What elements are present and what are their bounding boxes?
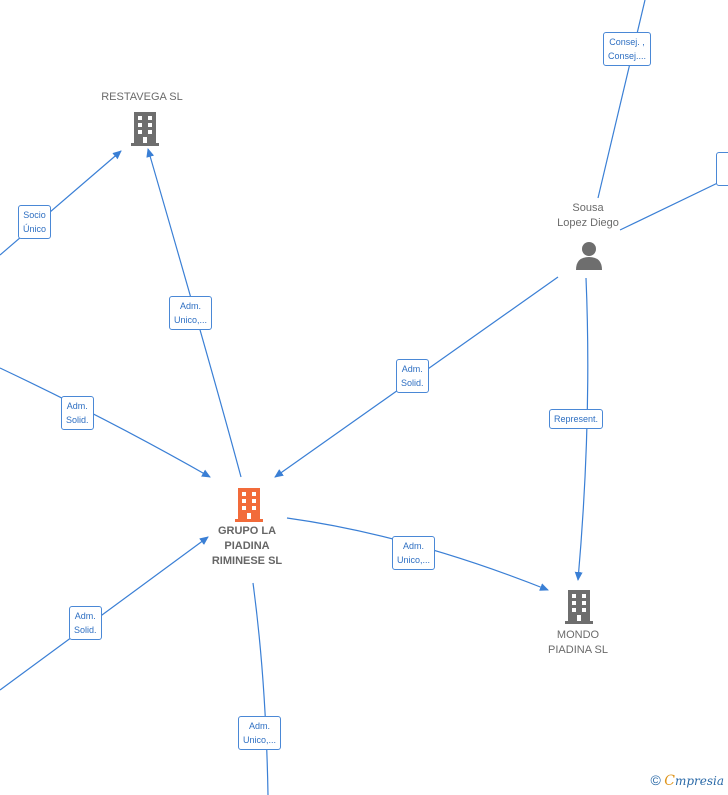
edge-label-adm-unico-restavega[interactable]: Adm.Unico,...: [169, 296, 213, 330]
brand-name: mpresia: [674, 774, 724, 788]
person-icon[interactable]: [574, 240, 604, 270]
node-label-mondo[interactable]: MONDO PIADINA SL: [528, 628, 628, 658]
node-label-line: Lopez Diego: [557, 217, 619, 229]
node-label-line: PIADINA SL: [548, 644, 608, 656]
node-label-grupo[interactable]: GRUPO LA PIADINA RIMINESE SL: [197, 524, 297, 569]
copyright-symbol: ©: [650, 772, 661, 788]
edge-label-adm-solid-bottom-left[interactable]: Adm.Solid.: [69, 606, 102, 640]
node-label-line: MONDO: [556, 629, 600, 641]
edge-label-consej[interactable]: Consej. ,Consej....: [603, 32, 652, 66]
edge-label-adm-solid-left[interactable]: Adm.Solid.: [61, 396, 94, 430]
edge-label-adm-unico-bottom[interactable]: Adm.Unico,...: [238, 716, 282, 750]
building-main-icon[interactable]: [234, 486, 264, 522]
node-label-restavega[interactable]: RESTAVEGA SL: [101, 91, 183, 103]
building-icon[interactable]: [130, 110, 160, 146]
edge-label-adm-unico-mondo[interactable]: Adm.Unico,...: [392, 536, 436, 570]
edge-label-represent[interactable]: Represent.: [549, 409, 604, 429]
brand-initial: C: [664, 773, 675, 789]
edge-label-right-partial[interactable]: [716, 152, 728, 186]
edge-adm-solid-left: [0, 367, 211, 478]
edge-consej: [597, 0, 646, 199]
node-label-sousa[interactable]: Sousa Lopez Diego: [538, 201, 638, 231]
node-label-line: RIMINESE SL: [211, 555, 283, 567]
edge-adm-solid-bottom-left: [0, 536, 209, 691]
edge-socio-unico: [0, 150, 122, 256]
edge-adm-unico-bottom: [252, 582, 269, 795]
building-icon[interactable]: [564, 588, 594, 624]
edge-represent: [574, 277, 589, 581]
brand-watermark: © Cmpresia: [651, 772, 724, 789]
edge-adm-unico-restavega: [146, 148, 242, 478]
node-label-line: PIADINA: [224, 540, 270, 552]
edge-label-adm-solid-sousa[interactable]: Adm.Solid.: [396, 359, 429, 393]
edge-right: [619, 177, 728, 231]
node-label-line: Sousa: [572, 202, 604, 214]
node-label-line: GRUPO LA: [217, 525, 277, 537]
